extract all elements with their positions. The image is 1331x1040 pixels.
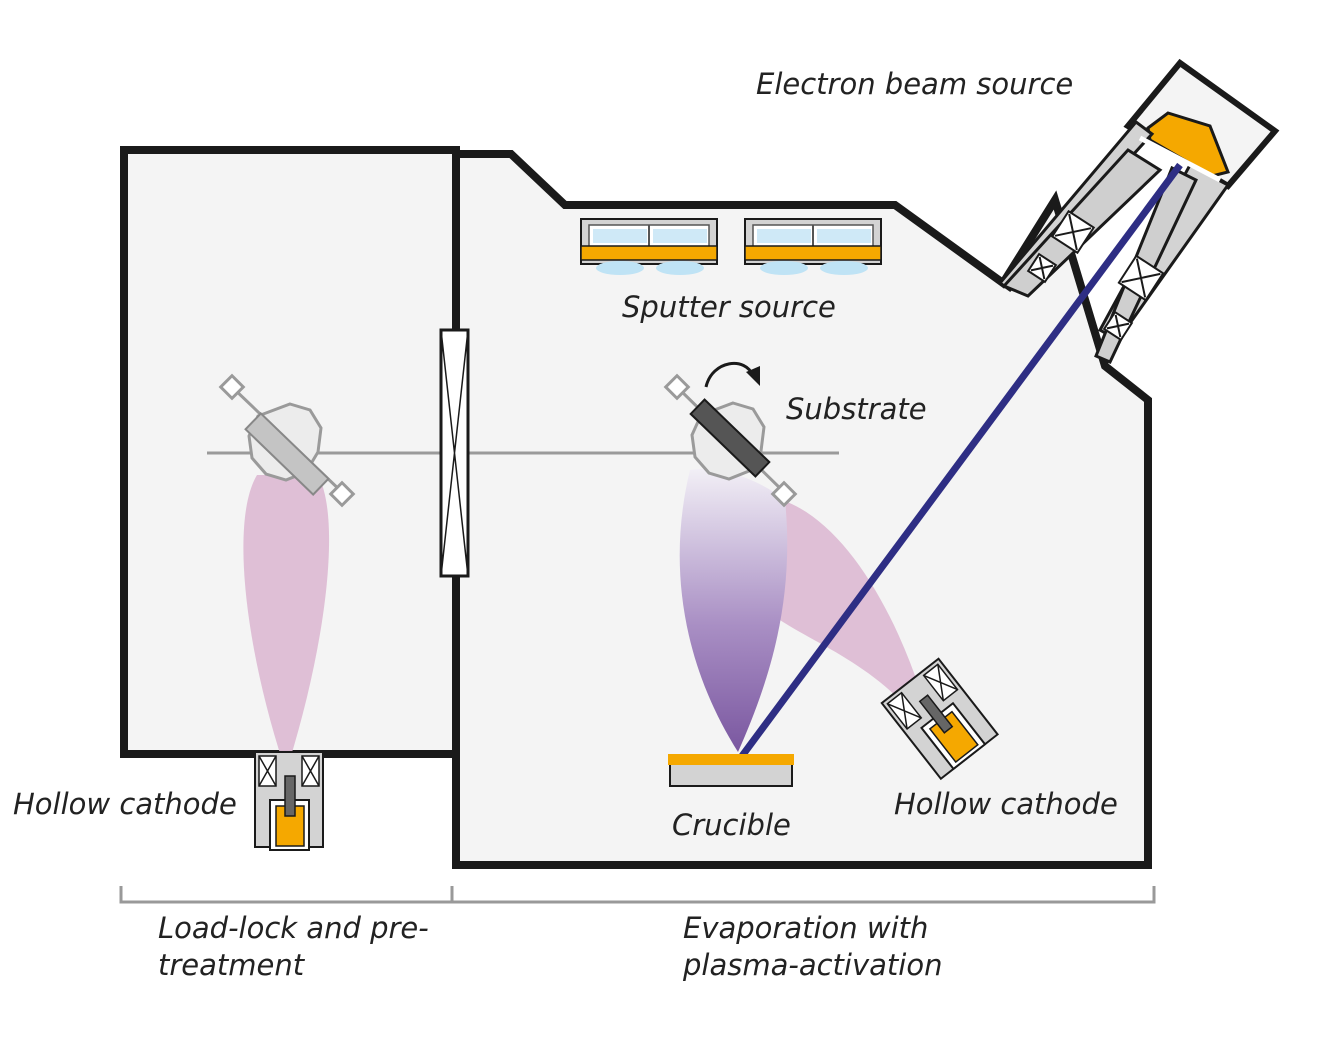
label-sputter-source: Sputter source [622, 290, 836, 324]
electron-beam [739, 162, 1183, 759]
sputter-source-right [744, 218, 882, 275]
section-bracket [119, 886, 1156, 904]
coil-box [1102, 310, 1134, 342]
emitter-gold [1146, 111, 1231, 178]
label-loadlock-line1: Load-lock and pre- [158, 911, 429, 945]
hollow-cathode-left-device [254, 751, 324, 851]
substrate [689, 398, 771, 478]
substrate-holder-loadlock [218, 373, 356, 508]
label-evaporation-line1: Evaporation with [683, 911, 928, 945]
hollow-cathode-right-device [880, 657, 1000, 781]
label-hollow-cathode-right: Hollow cathode [894, 787, 1118, 821]
label-crucible: Crucible [672, 808, 791, 842]
coil-box [1026, 252, 1058, 284]
electron-beam-source [997, 58, 1280, 364]
sputter-source-left [580, 218, 718, 275]
coil-box [1050, 209, 1096, 255]
plasma-hollow-cathode-right [780, 500, 920, 700]
gate-valve [439, 328, 470, 578]
crucible [668, 754, 794, 787]
plasma-loadlock [243, 475, 330, 772]
label-electron-beam-source: Electron beam source [756, 67, 1073, 101]
label-hollow-cathode-left: Hollow cathode [13, 787, 237, 821]
label-substrate: Substrate [786, 392, 927, 426]
label-loadlock-line2: treatment [158, 948, 306, 982]
coil-box [1117, 254, 1165, 302]
substrate-holder-evaporation [663, 361, 798, 508]
vapor-cloud [679, 469, 788, 752]
label-evaporation-line2: plasma-activation [682, 948, 942, 982]
